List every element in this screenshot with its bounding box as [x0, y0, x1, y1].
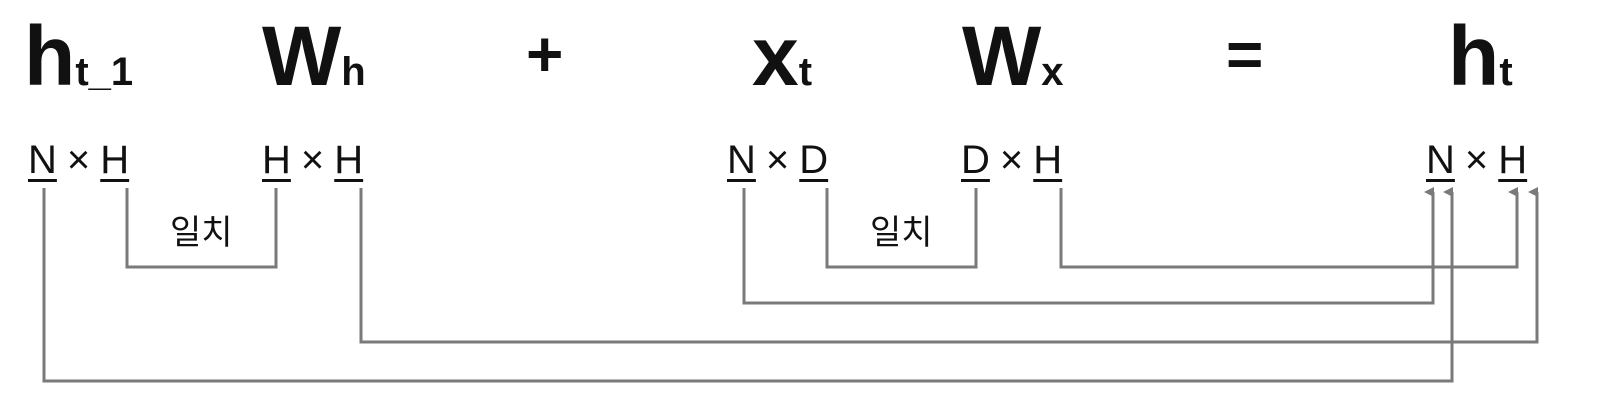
- wh-cols-to-ht-cols-line: [359, 187, 1539, 344]
- match-label-right: 일치: [870, 213, 933, 253]
- x-t-cols: D: [799, 138, 829, 182]
- times-sign: ×: [66, 138, 91, 182]
- w-x-symbol: Wx: [962, 9, 1064, 103]
- x-t-rows: N: [727, 138, 756, 182]
- h-prev-symbol: ht_1: [24, 9, 134, 103]
- times-sign: ×: [300, 138, 325, 182]
- h-t-rows: N: [1426, 138, 1455, 182]
- times-sign: ×: [765, 138, 790, 182]
- x-t-symbol: xt: [752, 9, 813, 103]
- w-h-symbol: Wh: [262, 9, 366, 103]
- w-x-cols: H: [1033, 138, 1063, 182]
- plus-sign: +: [526, 18, 564, 90]
- w-h-cols: H: [334, 138, 364, 182]
- x-t-shape: N×D: [727, 140, 828, 180]
- match-label-left: 일치: [170, 213, 233, 253]
- times-sign: ×: [999, 138, 1024, 182]
- xt-rows-to-ht-rows-line: [742, 187, 1435, 305]
- h-prev-shape: N×H: [28, 140, 129, 180]
- w-h-rows: H: [262, 138, 291, 182]
- h-prev-rows: N: [28, 138, 57, 182]
- h-t-symbol: ht: [1448, 9, 1513, 103]
- w-x-rows: D: [961, 138, 990, 182]
- w-x-shape: D×H: [961, 140, 1062, 180]
- h-t-cols: H: [1498, 138, 1528, 182]
- match-bracket-right: [825, 188, 978, 269]
- times-sign: ×: [1464, 138, 1489, 182]
- match-bracket-left: [125, 188, 278, 269]
- h-t-shape: N×H: [1426, 140, 1527, 180]
- h-prev-cols: H: [100, 138, 130, 182]
- w-h-shape: H×H: [262, 140, 363, 180]
- equals-sign: =: [1226, 18, 1264, 90]
- hprev-rows-to-ht-rows-line: [42, 187, 1454, 383]
- wx-cols-to-ht-cols-line: [1059, 187, 1519, 269]
